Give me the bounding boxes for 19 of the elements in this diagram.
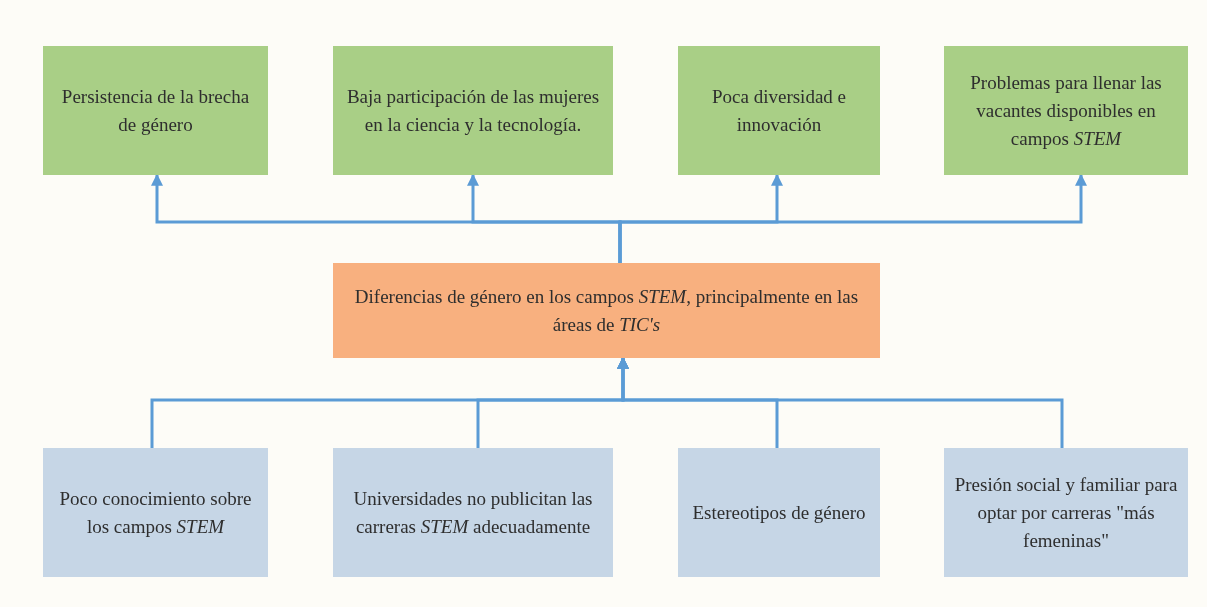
box-text: Estereotipos de género <box>692 500 866 525</box>
box-text: Poco conocimiento sobre los campos STEM <box>58 486 253 539</box>
text-box <box>333 263 880 358</box>
text-box <box>333 46 613 175</box>
text-box <box>678 46 880 175</box>
box-text: Diferencias de género en los campos STEM, principalmente en las áreas de TIC's <box>353 284 860 337</box>
box-text: Poca diversidad e innovación <box>711 84 847 137</box>
box-text: Presión social y familiar para optar por carreras "más femeninas" <box>954 472 1178 553</box>
text-box <box>944 46 1188 175</box>
box-text: Persistencia de la brecha de género <box>60 84 251 137</box>
text-box <box>43 448 268 577</box>
box-text: Baja participación de las mujeres en la ciencia y la tecnología. <box>345 84 601 137</box>
text-box <box>333 448 613 577</box>
box-text: Universidades no publicitan las carreras STEM adecuadamente <box>352 486 594 539</box>
arrow <box>618 173 1087 263</box>
box-text: Problemas para llenar las vacantes disponibles en campos STEM <box>969 70 1163 151</box>
text-box <box>678 448 880 577</box>
text-box <box>944 448 1188 577</box>
text-box <box>43 46 268 175</box>
